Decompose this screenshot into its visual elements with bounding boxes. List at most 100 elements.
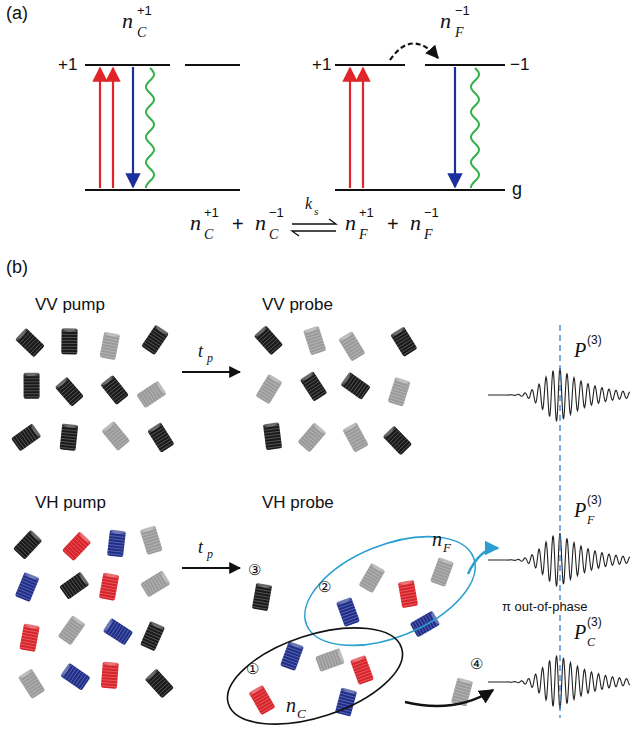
math-superscript: (3): [587, 494, 602, 506]
math-symbol: n: [286, 695, 296, 715]
math-subscript: F: [424, 228, 433, 242]
nanotube: [136, 379, 169, 408]
pointer-arrow: [405, 690, 493, 706]
math-superscript: +1: [359, 206, 374, 219]
math-subscript: C: [204, 228, 213, 242]
nanotube: [62, 529, 94, 561]
math-symbol: t: [198, 538, 203, 556]
nanotube: [15, 569, 41, 602]
nanotube: [315, 647, 348, 672]
nanotube: [98, 372, 129, 405]
nanotube: [263, 419, 283, 450]
stage-label: VV probe: [262, 296, 333, 313]
math-symbol: n: [122, 10, 133, 32]
math-superscript: +1: [204, 206, 219, 219]
phase-reference-line: [559, 325, 560, 718]
annotation: π out-of-phase: [500, 600, 590, 613]
math-subscript: F: [443, 541, 451, 554]
math-symbol: P: [574, 622, 586, 642]
math-operator: +: [387, 214, 399, 234]
nanotube: [335, 594, 360, 627]
nanotube: [139, 523, 163, 555]
nanotube: [389, 324, 418, 357]
callout-number: ④: [470, 656, 483, 671]
nanotube: [359, 560, 387, 593]
nanotube: [107, 527, 126, 558]
panel-label: (a): [6, 4, 28, 22]
math-superscript: (3): [587, 334, 602, 346]
nanotube: [140, 569, 173, 598]
nanotube: [11, 422, 44, 452]
math-subscript: F: [587, 514, 594, 526]
level-label: +1: [58, 56, 77, 73]
math-superscript: −1: [455, 4, 470, 17]
nanotube: [141, 322, 170, 355]
math-subscript: F: [455, 26, 464, 40]
math-symbol: n: [432, 529, 442, 549]
nanotube: [337, 328, 366, 361]
math-symbol: n: [345, 212, 356, 234]
nanotube: [58, 613, 88, 646]
nanotube: [397, 577, 418, 608]
polarization-signal: [488, 533, 630, 586]
ensemble-region: ① nC: [222, 625, 408, 727]
polarization-signal: [488, 656, 630, 709]
math-subscript: F: [359, 228, 368, 242]
math-symbol: n: [255, 212, 266, 234]
transition-arrows: [100, 43, 455, 188]
math-superscript: −1: [424, 206, 439, 219]
nanotube: [24, 370, 40, 399]
nanotube: [146, 420, 175, 453]
nanotube: [99, 418, 130, 451]
rate-constant: k: [305, 196, 312, 212]
nanotube: [338, 370, 371, 400]
level-label: +1: [312, 56, 331, 73]
nanotube-ensemble: [11, 322, 474, 717]
math-subscript: p: [207, 548, 213, 560]
equilibrium-arrow: [292, 219, 336, 236]
nanotube: [298, 369, 327, 402]
nanotube: [302, 323, 326, 356]
pointer-arrow: [468, 548, 498, 574]
callout-number: ①: [246, 661, 259, 676]
nanotube: [13, 528, 44, 560]
nanotube: [143, 666, 174, 698]
nanotube: [341, 420, 369, 453]
nanotube: [16, 666, 45, 699]
nanotube: [140, 618, 166, 651]
nanotube: [100, 616, 133, 645]
nanotube: [99, 569, 120, 600]
nanotube: [430, 554, 455, 587]
emission-wave: [146, 68, 154, 188]
emission-wave: [471, 68, 479, 188]
math-subscript: p: [207, 352, 213, 364]
math-subscript: C: [297, 707, 306, 720]
level-label: g: [512, 180, 522, 198]
math-superscript: +1: [137, 4, 152, 17]
nanotube: [255, 371, 284, 404]
math-superscript: −1: [269, 206, 284, 219]
nanotube: [58, 661, 91, 691]
math-symbol: n: [440, 10, 451, 32]
nanotube: [13, 326, 45, 358]
math-operator: +: [232, 214, 244, 234]
nanotube: [388, 374, 412, 406]
nanotube: [61, 325, 77, 354]
math-symbol: t: [198, 342, 203, 360]
panel-label: (b): [6, 258, 28, 276]
math-subscript: s: [314, 206, 318, 217]
energy-levels: [85, 65, 505, 190]
nanotube: [380, 423, 412, 455]
time-arrow: [182, 372, 240, 568]
math-subscript: C: [269, 228, 278, 242]
polarization-signal: [488, 368, 630, 421]
nanotube: [53, 374, 84, 406]
stage-label: VH probe: [262, 494, 334, 511]
nanotube: [349, 652, 374, 685]
callout-number: ③: [248, 562, 261, 577]
math-subscript: C: [587, 636, 595, 648]
signal-waveform: [488, 368, 630, 709]
nanotube: [60, 420, 79, 451]
nanotube: [297, 420, 328, 452]
